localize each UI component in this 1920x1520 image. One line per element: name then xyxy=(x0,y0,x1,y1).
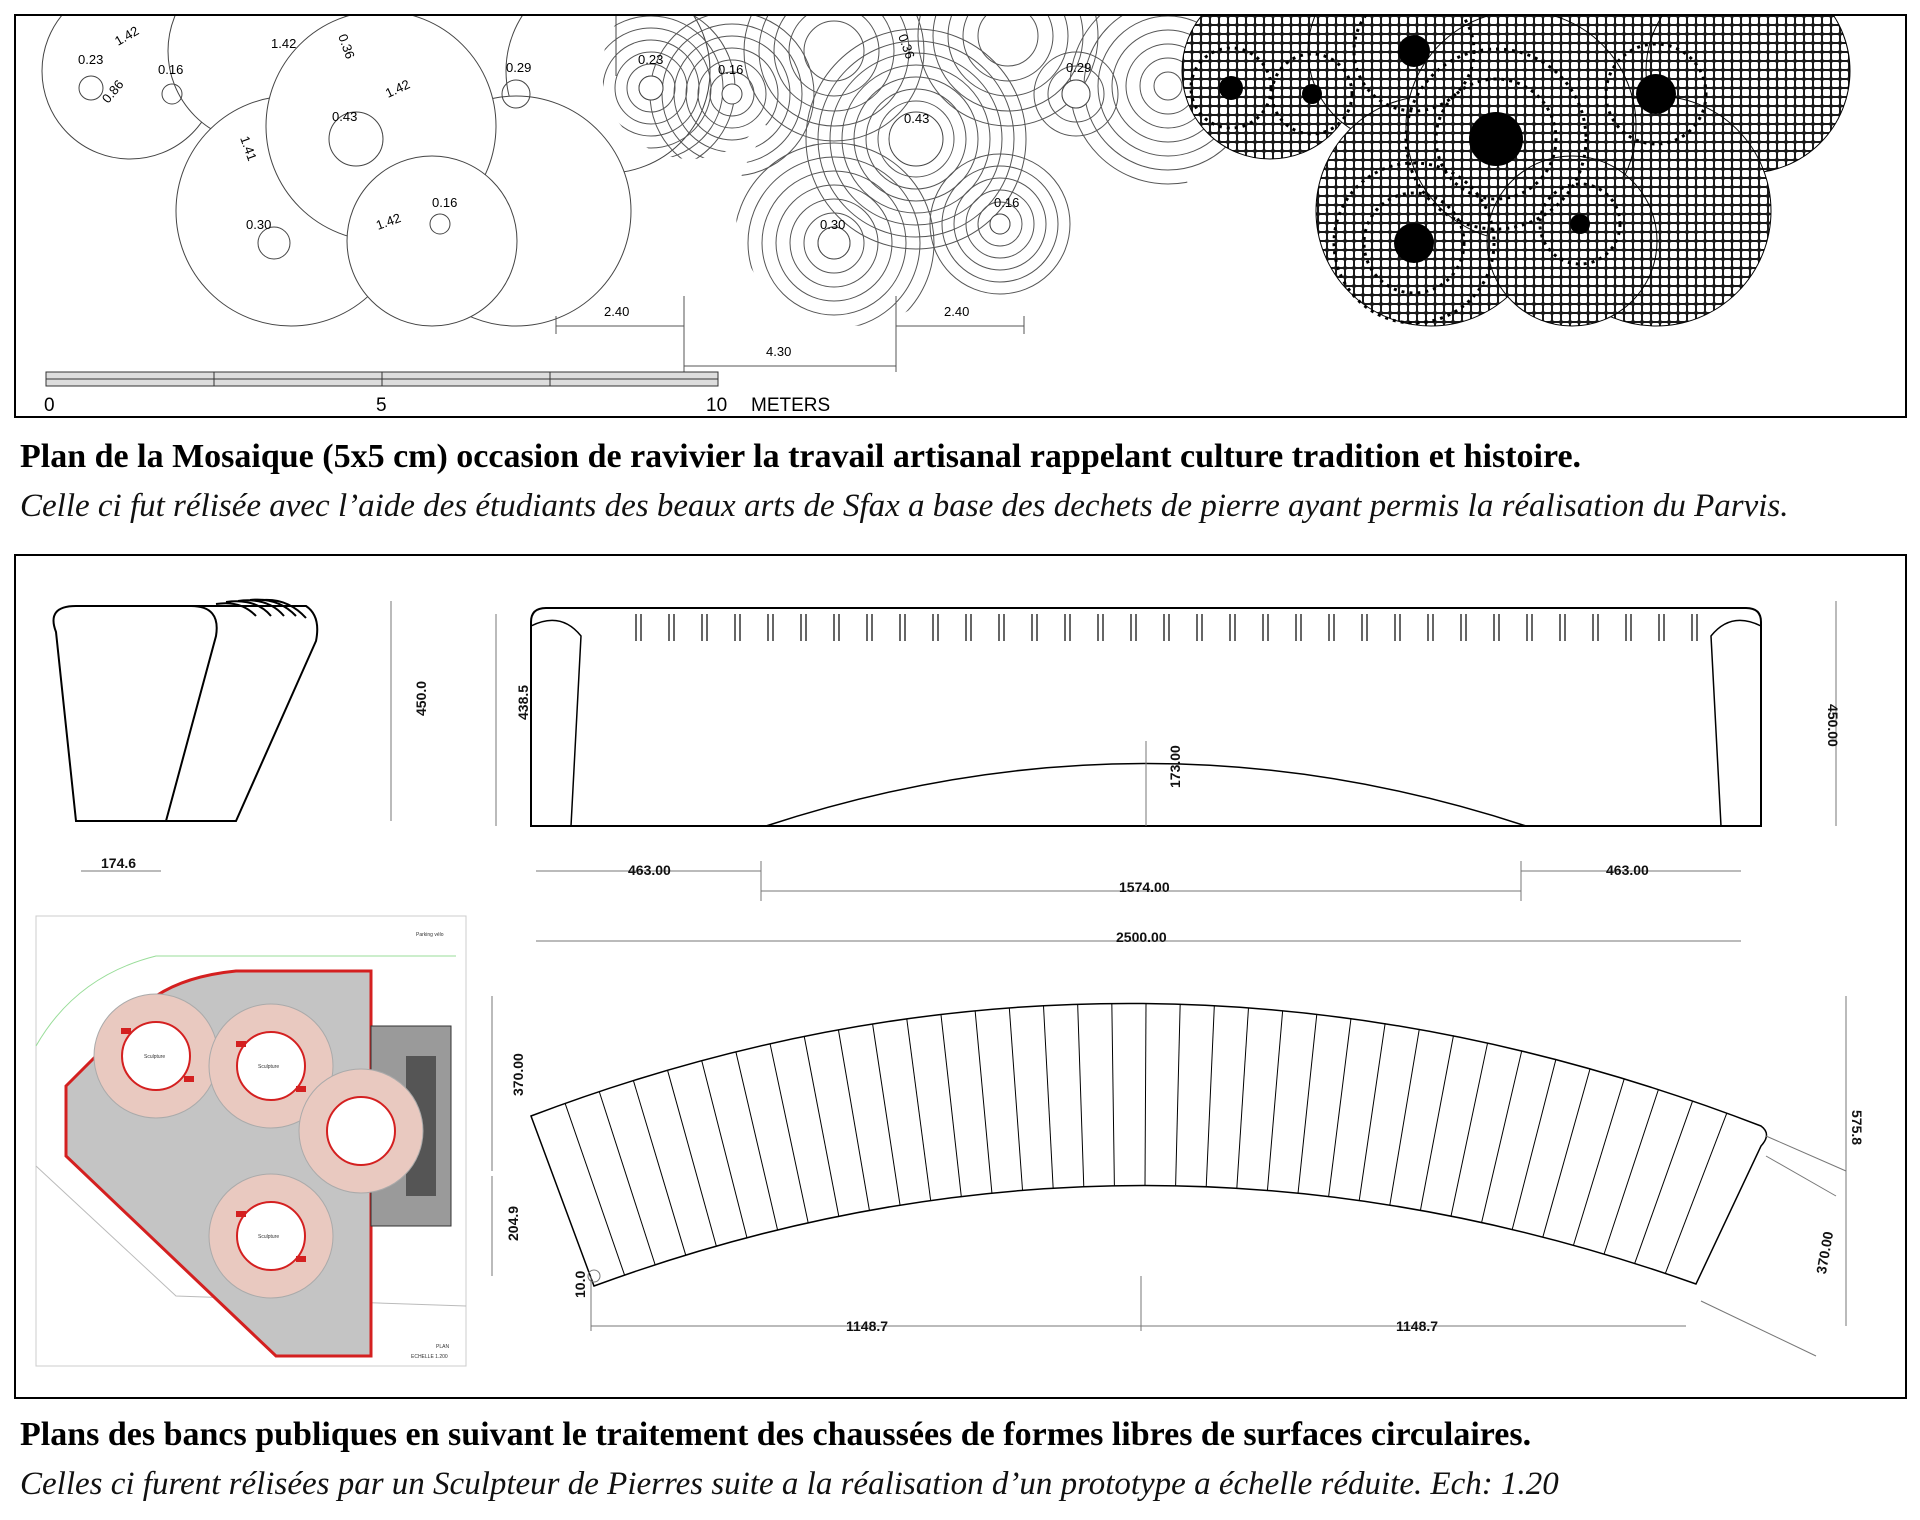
svg-text:0.29: 0.29 xyxy=(1066,60,1091,75)
svg-text:0.43: 0.43 xyxy=(904,111,929,126)
svg-text:204.9: 204.9 xyxy=(505,1206,521,1241)
svg-text:METERS: METERS xyxy=(751,395,830,416)
site-plan: Sculpture Sculpture Sculpture Parking vé… xyxy=(35,915,467,1367)
svg-text:1148.7: 1148.7 xyxy=(1396,1318,1438,1334)
svg-text:174.6: 174.6 xyxy=(101,855,136,871)
svg-text:10: 10 xyxy=(706,395,727,416)
mosaic-tile-render xyxy=(1181,0,1851,327)
svg-text:1.42: 1.42 xyxy=(271,36,296,51)
svg-text:0.43: 0.43 xyxy=(332,109,357,124)
svg-text:450.0: 450.0 xyxy=(413,681,429,716)
caption2-title: Plans des bancs publiques en suivant le … xyxy=(20,1416,1532,1453)
svg-text:2.40: 2.40 xyxy=(944,304,969,319)
mosaic-drawing: 0.23 1.42 0.16 0.86 1.42 0.36 1.42 0.43 … xyxy=(41,0,1851,416)
caption1-title: Plan de la Mosaique (5x5 cm) occasion de… xyxy=(20,438,1582,475)
bench-side-view xyxy=(52,598,319,822)
svg-text:2.40: 2.40 xyxy=(604,304,629,319)
caption2-subtitle: Celles ci furent rélisées par un Sculpte… xyxy=(20,1466,1559,1502)
svg-text:ECHELLE 1.200: ECHELLE 1.200 xyxy=(411,1354,448,1360)
svg-text:0.29: 0.29 xyxy=(506,60,531,75)
svg-text:450.00: 450.00 xyxy=(1825,704,1841,747)
mosaic-dimensions xyxy=(555,296,1025,372)
svg-text:PLAN: PLAN xyxy=(436,1344,449,1350)
svg-text:370.00: 370.00 xyxy=(1813,1230,1836,1275)
svg-text:Parking vélo: Parking vélo xyxy=(416,932,444,938)
svg-text:0.16: 0.16 xyxy=(432,195,457,210)
svg-text:463.00: 463.00 xyxy=(1606,862,1649,878)
svg-text:0.16: 0.16 xyxy=(158,62,183,77)
svg-text:575.8: 575.8 xyxy=(1849,1110,1865,1145)
svg-text:Sculpture: Sculpture xyxy=(258,1064,279,1070)
svg-text:173.00: 173.00 xyxy=(1167,745,1183,788)
svg-text:5: 5 xyxy=(376,395,387,416)
bench-panel: 450.0 174.6 438.5 450.00 173.00 463.00 1… xyxy=(14,554,1907,1399)
svg-text:0.16: 0.16 xyxy=(718,62,743,77)
svg-text:370.00: 370.00 xyxy=(510,1053,526,1096)
svg-text:Sculpture: Sculpture xyxy=(258,1234,279,1240)
svg-text:Sculpture: Sculpture xyxy=(144,1054,165,1060)
svg-text:0.16: 0.16 xyxy=(994,195,1019,210)
bench-dimensions xyxy=(81,601,1847,1357)
mosaic-panel: 0.23 1.42 0.16 0.86 1.42 0.36 1.42 0.43 … xyxy=(14,0,1907,418)
svg-text:4.30: 4.30 xyxy=(766,344,791,359)
svg-text:0.30: 0.30 xyxy=(246,217,271,232)
svg-text:0.36: 0.36 xyxy=(895,32,918,61)
scale-bar: 0 5 10 METERS xyxy=(44,371,830,416)
bench-drawing: 450.0 174.6 438.5 450.00 173.00 463.00 1… xyxy=(35,598,1865,1367)
svg-text:463.00: 463.00 xyxy=(628,862,671,878)
mosaic-plan-outline xyxy=(41,0,711,327)
svg-text:1148.7: 1148.7 xyxy=(846,1318,888,1334)
caption1-subtitle: Celle ci fut rélisée avec l’aide des étu… xyxy=(20,488,1789,524)
svg-text:0: 0 xyxy=(44,395,55,416)
svg-text:0.23: 0.23 xyxy=(78,52,103,67)
svg-text:10.0: 10.0 xyxy=(572,1271,588,1298)
mosaic-ring-pattern: 0.23 0.16 0.36 0.43 0.29 0.30 0.16 xyxy=(602,0,1267,326)
svg-text:0.30: 0.30 xyxy=(820,217,845,232)
bench-plan-view xyxy=(530,1002,1768,1287)
svg-text:2500.00: 2500.00 xyxy=(1116,929,1167,945)
svg-text:1574.00: 1574.00 xyxy=(1119,879,1170,895)
svg-text:438.5: 438.5 xyxy=(515,685,531,720)
svg-text:0.23: 0.23 xyxy=(638,52,663,67)
